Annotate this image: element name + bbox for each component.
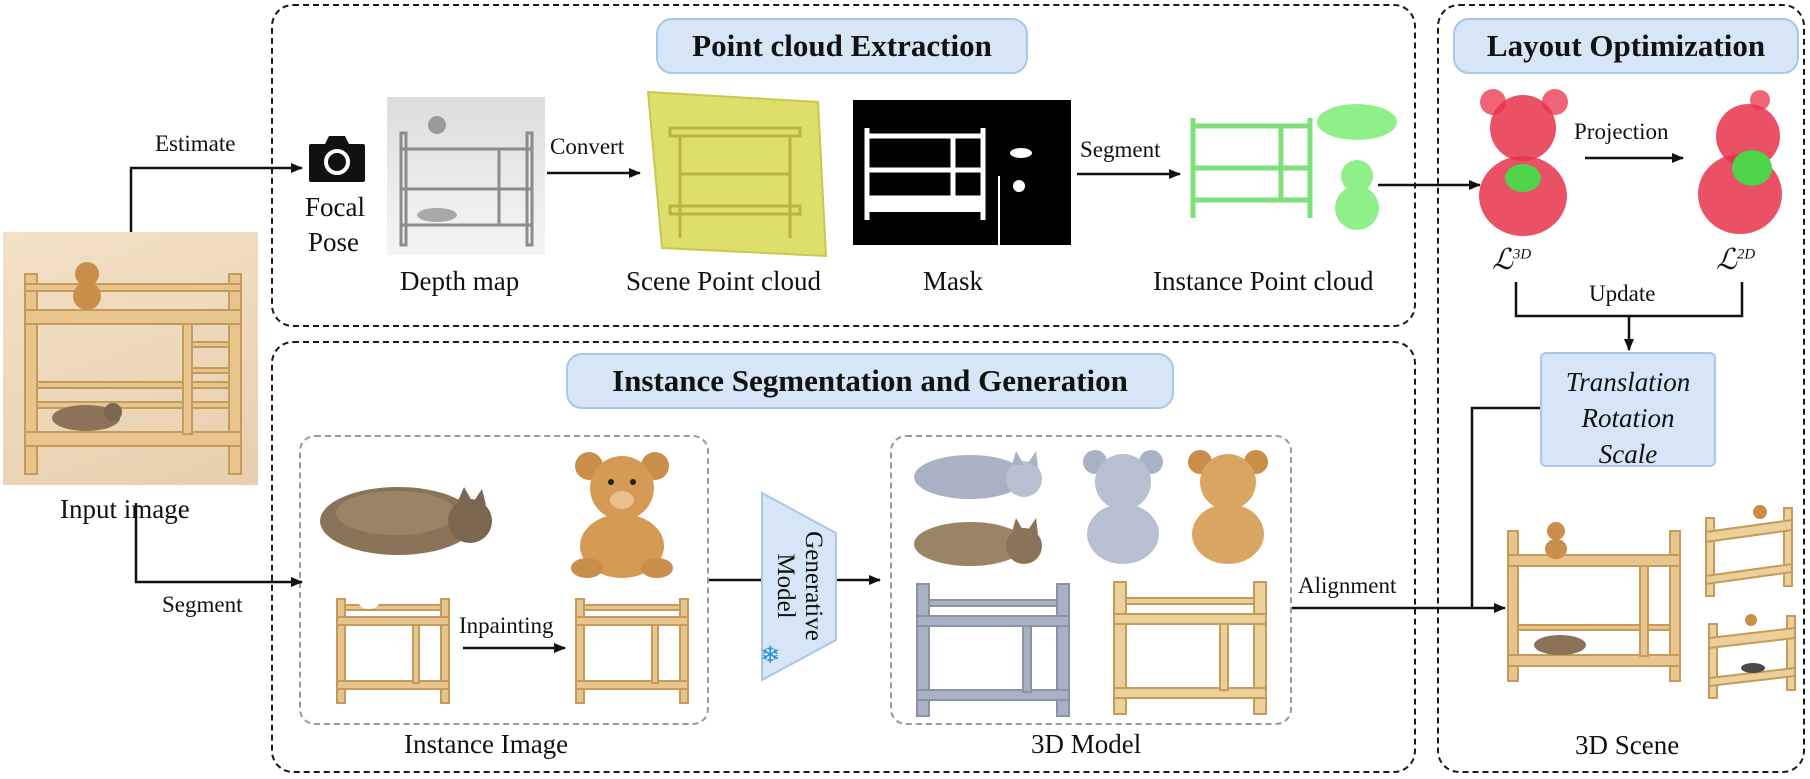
instance-bed-masked-image xyxy=(333,595,453,705)
segment-left-label: Segment xyxy=(162,592,243,617)
3d-model-group xyxy=(890,435,1292,725)
snowflake-icon: ❄ xyxy=(760,641,781,669)
segment-mid-label: Segment xyxy=(1080,137,1161,162)
red-teddy-3d-loss xyxy=(1465,88,1580,243)
generative-model-line2: Model xyxy=(772,553,799,619)
point-cloud-panel xyxy=(271,4,1416,327)
layout-title: Layout Optimization xyxy=(1453,18,1799,74)
model-cat-textured xyxy=(912,510,1047,570)
mask-image xyxy=(853,100,1071,245)
loss-2d-sup: 2D xyxy=(1736,246,1756,263)
loss-3d-symbol: ℒ xyxy=(1492,244,1513,276)
instance-image-label: Instance Image xyxy=(404,729,569,759)
red-teddy-2d-loss xyxy=(1690,90,1800,240)
3d-model-label: 3D Model xyxy=(1031,729,1142,759)
estimate-label: Estimate xyxy=(155,131,236,156)
alignment-label: Alignment xyxy=(1298,573,1397,598)
loss-2d: ℒ2D xyxy=(1716,242,1755,277)
camera-pose-label: Pose xyxy=(308,227,360,257)
generative-model-block: Generative Model ❄ xyxy=(760,491,838,682)
transform-params-box: Translation Rotation Scale xyxy=(1540,352,1716,469)
3d-scene-view-bottom xyxy=(1703,610,1798,705)
mask-label: Mask xyxy=(923,266,983,296)
instance-cat-image xyxy=(318,465,498,565)
param-rotation: Rotation xyxy=(1581,403,1675,433)
3d-scene-label: 3D Scene xyxy=(1575,730,1680,760)
scene-point-cloud-label: Scene Point cloud xyxy=(626,266,821,296)
layout-panel xyxy=(1437,4,1805,773)
inpainting-label: Inpainting xyxy=(459,613,554,638)
depth-map-image xyxy=(387,97,545,255)
instance-panel xyxy=(271,341,1416,773)
loss-3d-sup: 3D xyxy=(1512,246,1532,263)
point-cloud-title: Point cloud Extraction xyxy=(656,18,1028,74)
3d-scene-main-render xyxy=(1500,515,1695,690)
param-scale: Scale xyxy=(1598,439,1658,469)
model-bed-textured xyxy=(1110,578,1270,718)
update-label: Update xyxy=(1589,281,1656,306)
instance-bed-inpainted-image xyxy=(572,595,692,705)
instance-point-cloud-label: Instance Point cloud xyxy=(1153,266,1374,296)
param-translation: Translation xyxy=(1565,367,1691,397)
loss-2d-symbol: ℒ xyxy=(1716,244,1737,276)
convert-label: Convert xyxy=(550,134,625,159)
model-cat-gray xyxy=(912,445,1047,505)
camera-focal-label: Focal xyxy=(305,192,365,222)
loss-3d: ℒ3D xyxy=(1492,242,1531,277)
generative-model-line1: Generative xyxy=(800,531,827,641)
model-bed-gray xyxy=(913,580,1073,720)
model-teddy-gray xyxy=(1073,448,1173,568)
input-image-label: Input image xyxy=(60,494,190,524)
scene-point-cloud-image xyxy=(640,88,830,260)
3d-scene-view-top xyxy=(1700,500,1795,600)
projection-label: Projection xyxy=(1574,119,1669,144)
generative-model-text: Generative Model xyxy=(771,531,827,641)
depth-map-label: Depth map xyxy=(400,266,520,296)
instance-title: Instance Segmentation and Generation xyxy=(566,353,1174,409)
instance-point-cloud-image xyxy=(1185,100,1405,235)
instance-teddy-image xyxy=(565,450,680,580)
input-image xyxy=(3,232,258,485)
model-teddy-textured xyxy=(1178,448,1278,568)
